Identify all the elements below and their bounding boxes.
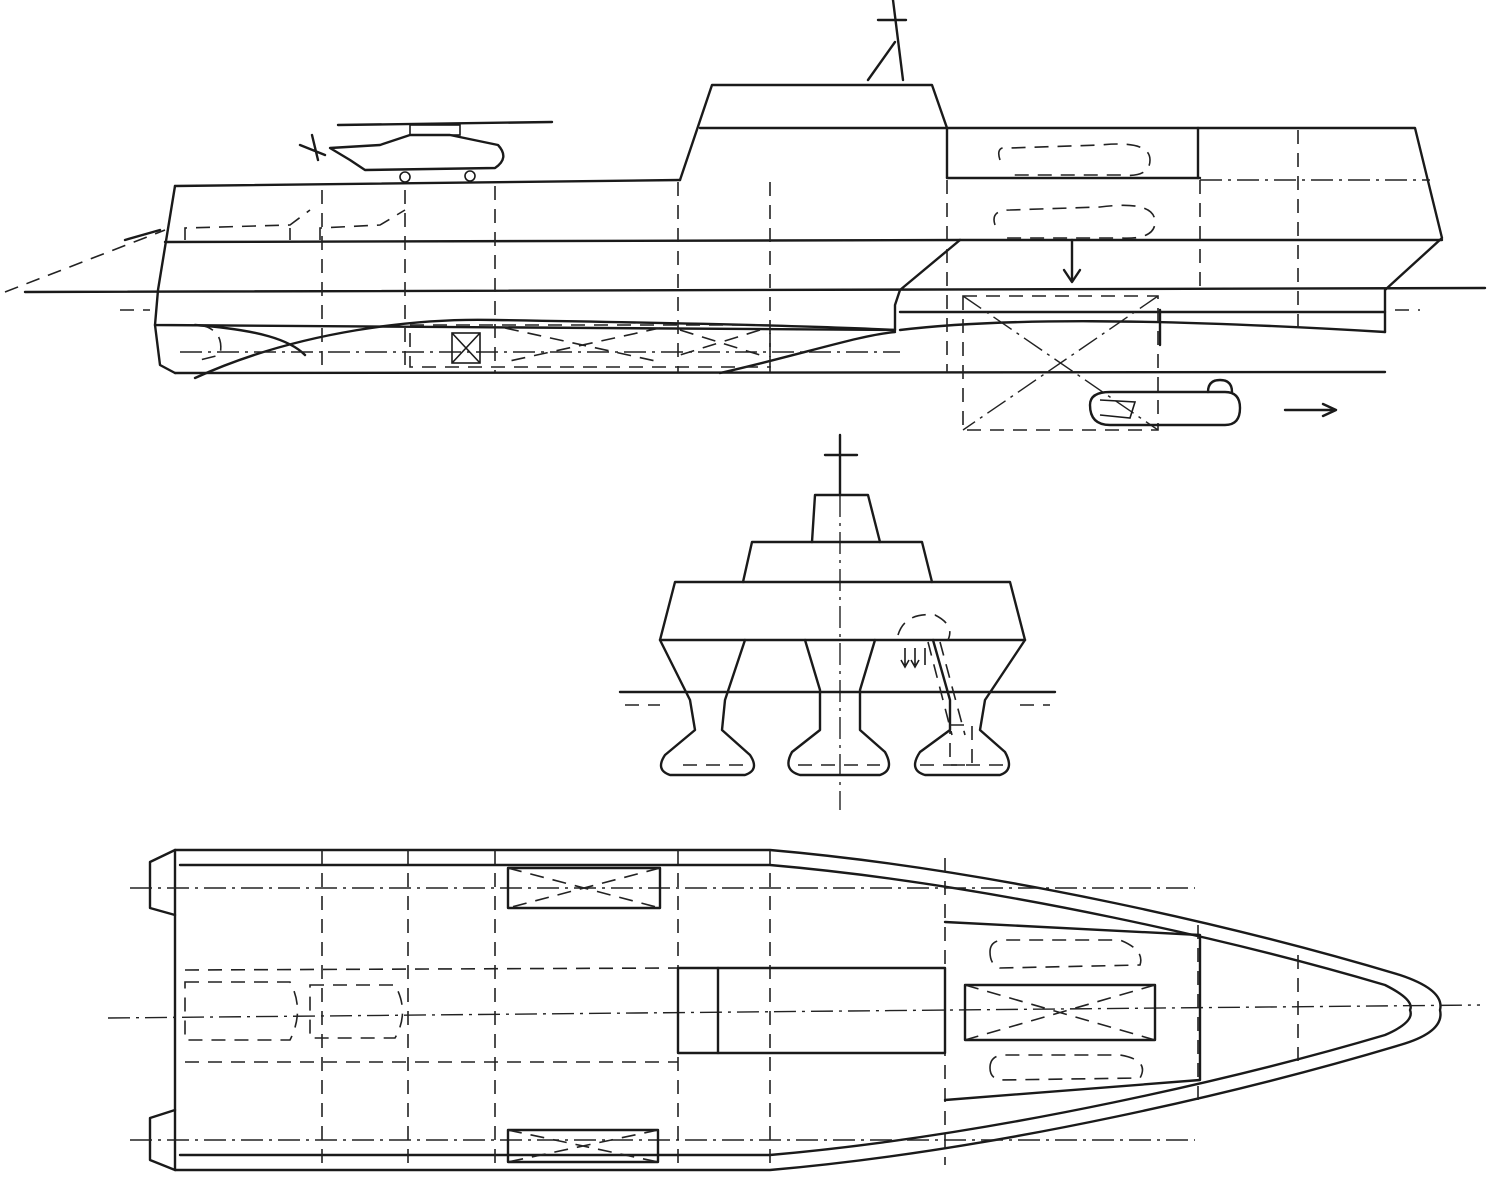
front-section-view: [618, 433, 1057, 810]
frame-lines: [180, 130, 1430, 372]
centerline: [107, 1004, 1481, 1019]
hatches: [506, 866, 662, 1164]
wake-lines: [4, 228, 1420, 311]
side-elevation-view: [4, 0, 1487, 431]
deckhouse-block: [741, 540, 934, 584]
central-deckhouse: [676, 920, 1202, 1102]
submersible-dock: [962, 295, 1162, 431]
main-hull: [153, 178, 1387, 380]
cargo-compartments: [199, 324, 771, 368]
hull-legs: [658, 638, 1027, 777]
stern-notch-lower: [148, 1108, 177, 1172]
mast: [866, 0, 908, 82]
superstructure: [678, 83, 949, 182]
plan-frame-lines: [184, 850, 1299, 1170]
boat-launch: [897, 613, 973, 766]
stern-notch-upper: [148, 848, 177, 917]
cross-deck: [658, 580, 1027, 642]
deck-outline: [173, 848, 1442, 1172]
hangar-outline: [184, 209, 406, 240]
boat-outlines-plan: [184, 939, 1144, 1081]
plan-view: [107, 848, 1481, 1172]
forecastle: [945, 126, 1444, 334]
mini-submarine-icon: [1088, 378, 1338, 427]
waterline: [23, 286, 1487, 294]
bridge-block: [810, 493, 882, 544]
deck-edge-inner: [178, 863, 1412, 1157]
boats-on-deck: [993, 143, 1156, 284]
helicopter-icon: [298, 120, 554, 183]
